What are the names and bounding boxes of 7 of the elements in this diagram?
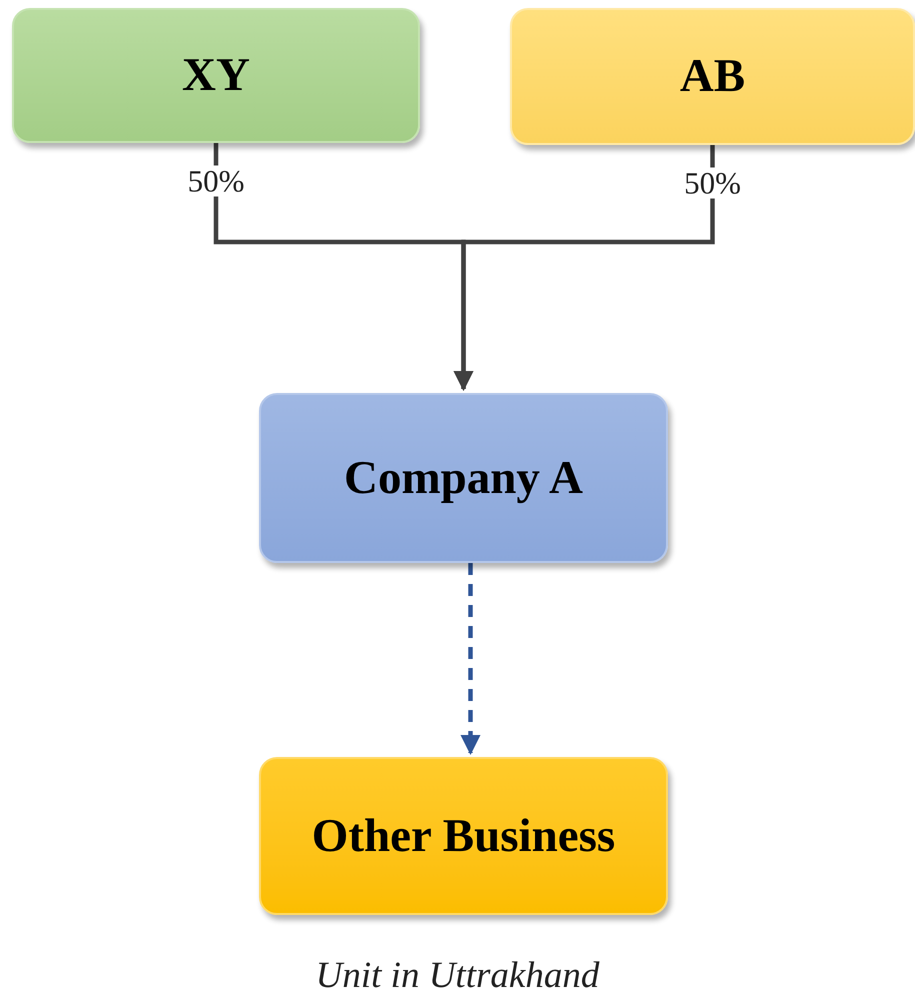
connector-arrow — [460, 563, 481, 756]
connector-arrow — [453, 145, 715, 392]
rounded-box: Company A — [259, 393, 668, 563]
rounded-box: XY — [12, 8, 420, 143]
rounded-box: AB — [510, 8, 915, 145]
rounded-box: Other Business — [259, 757, 668, 915]
caption: Unit in Uttrakhand — [314, 954, 600, 993]
